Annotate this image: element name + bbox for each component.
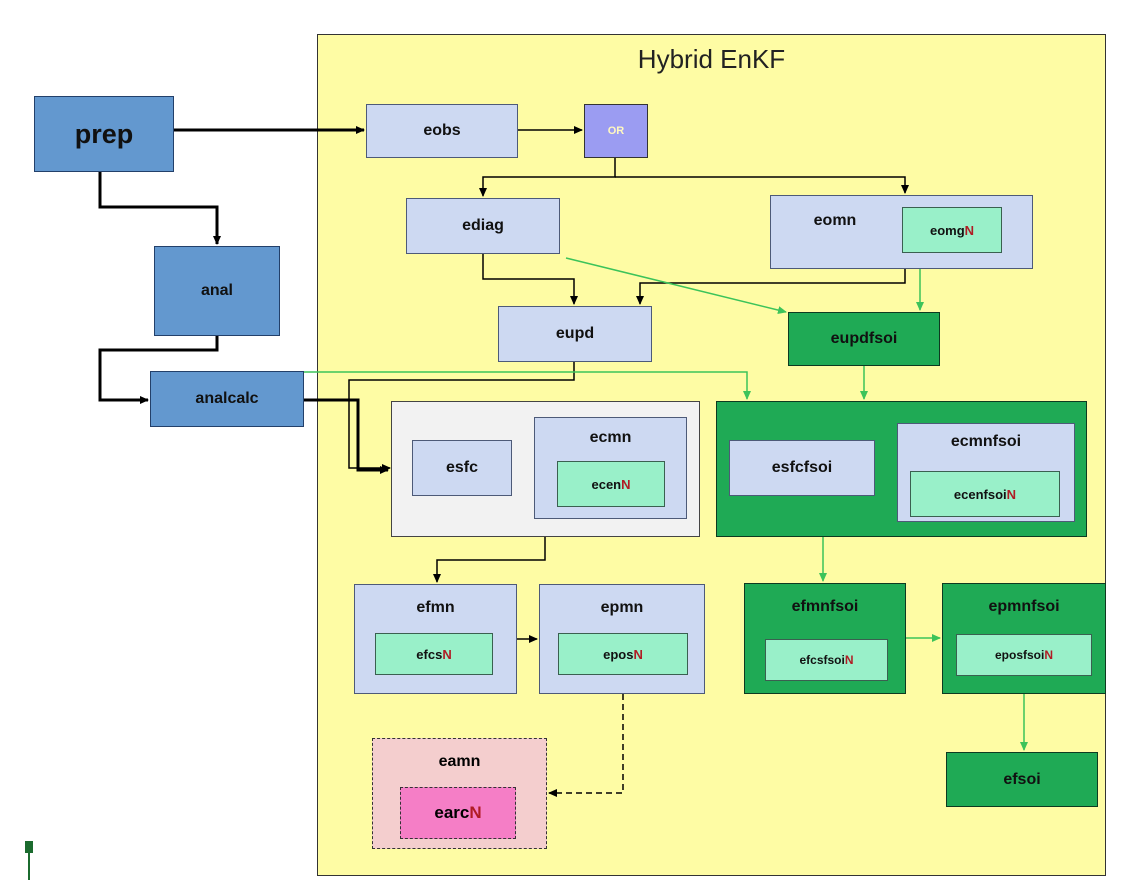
efmn-label: efmn [416,599,455,616]
wire-prep-anal [98,172,221,245]
epmnfsoi-label: epmnfsoi [988,598,1060,615]
wire-or-eomn [615,176,909,194]
eomg-label: eomg [929,222,965,238]
ecen-suffix: N [621,476,631,492]
node-anal[interactable]: anal [154,246,280,336]
efcs-label: efcs [416,646,443,662]
node-or[interactable]: OR [584,104,648,158]
node-prep[interactable]: prep [34,96,174,172]
marker-flag-icon [25,841,33,853]
node-analcalc[interactable]: analcalc [150,371,304,427]
wire-ediag-eupdfsoi [565,257,787,314]
wire-group-efmn [433,537,546,583]
wire-analcalc-esfc [304,398,389,474]
epmn-label: epmn [600,599,644,616]
ecen-label: ecen [591,476,622,492]
efcsfsoi-suffix: N [844,653,854,667]
node-esfc[interactable]: esfc [412,440,512,496]
eomg-suffix: N [964,222,975,238]
ecenfsoi-label: ecenfsoi [953,486,1007,502]
earc-label: earc [434,803,470,822]
earc-suffix: N [469,803,482,822]
wire-analcalc-esfcfsoi [304,371,751,400]
efmnfsoi-label: efmnfsoi [791,598,859,615]
ecmn-label: ecmn [589,429,632,446]
eposfsoi-label: eposfsoi [994,648,1045,662]
node-eupd[interactable]: eupd [498,306,652,362]
epos-suffix: N [633,646,643,662]
node-eobs[interactable]: eobs [366,104,518,158]
diagram-title: Hybrid EnKF [637,44,786,74]
node-ediag[interactable]: ediag [406,198,560,254]
node-eupdfsoi[interactable]: eupdfsoi [788,312,940,366]
wire-ediag-eupd [482,254,578,305]
eposfsoi-suffix: N [1044,648,1053,662]
efcsfsoi-label: efcsfsoi [799,653,845,667]
eamn-label: eamn [438,753,481,770]
efcs-suffix: N [442,646,452,662]
wire-eupd-esfc [348,362,575,472]
ecenfsoi-suffix: N [1006,486,1017,502]
ecmnfsoi-label: ecmnfsoi [950,433,1022,450]
wire-eomn-eupd [636,269,906,305]
eomn-label: eomn [813,212,857,229]
wire-anal-analcalc [98,336,219,404]
wire-or-ediag [479,158,616,197]
marker-pole [28,852,30,880]
node-esfcfsoi[interactable]: esfcfsoi [729,440,875,496]
node-efsoi[interactable]: efsoi [946,752,1098,807]
wire-epmn-eamn [548,694,624,797]
epos-label: epos [603,646,634,662]
